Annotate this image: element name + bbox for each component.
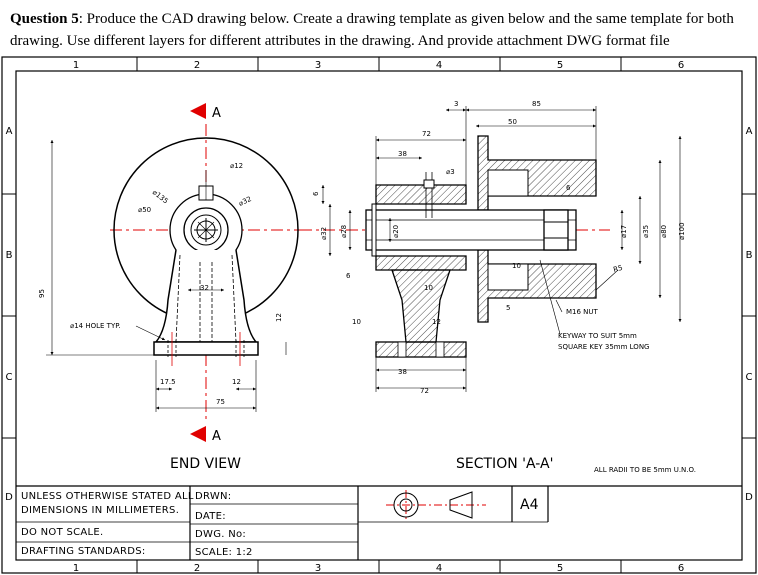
row-label-c: C [6,372,13,383]
nut [543,209,569,251]
bore-circle [190,214,222,246]
row-label-d: D [5,492,13,503]
zone-ticks [2,57,756,573]
drafting-standards: DRAFTING STANDARDS: [21,546,146,557]
sheet-size: A4 [520,497,539,513]
dim-38-top: 38 [398,150,407,158]
base-plate [153,341,259,356]
dim-10-mid: 10 [512,262,521,270]
dim-d28: ⌀28 [340,225,348,238]
projection-symbol-icon [386,490,486,520]
dim-12-section: 12 [432,318,441,326]
col-label-1-bottom: 1 [73,563,79,574]
dim-6-right: 6 [566,184,571,192]
dim-12-base: 12 [232,378,241,386]
end-view-title: END VIEW [170,456,241,472]
shaft [365,209,577,251]
dim-3-top: 3 [454,100,458,108]
dim-d50-end: ⌀50 [138,206,151,214]
question-text: Question 5: Produce the CAD drawing belo… [10,8,750,52]
section-view: 3 85 50 72 38 ⌀3 6 6 ⌀32 ⌀28 ⌀20 ⌀17 ⌀35… [300,100,686,472]
dim-d135: ⌀135 [151,188,170,205]
col-label-2: 2 [194,60,200,71]
dim-32-end: 32 [200,284,209,292]
col-label-6: 6 [678,60,684,71]
dim-6-left: 6 [312,191,320,196]
dim-5: 5 [506,304,510,312]
dim-95: 95 [38,289,46,298]
section-arrow-top [190,103,206,119]
section-arrow-bottom [190,426,206,442]
title-block [16,485,742,560]
row-label-b-right: B [746,250,753,261]
col-label-3: 3 [315,60,321,71]
dim-38-bottom: 38 [398,368,407,376]
dim-6-small: 6 [346,272,351,280]
dim-d80: ⌀80 [660,225,668,238]
end-view: A A ⌀135 ⌀50 ⌀12 ⌀32 [38,103,300,472]
inner-border [15,70,743,561]
nut-note: M16 NUT [566,308,599,316]
dim-10-left: 10 [352,318,361,326]
col-label-5: 5 [557,60,563,71]
col-label-4-bottom: 4 [436,563,442,574]
dim-d32-section: ⌀32 [320,227,328,240]
scale-field: SCALE: 1:2 [195,547,253,558]
row-label-a: A [6,126,13,137]
dim-r5: R5 [612,264,623,274]
row-label-c-right: C [746,372,753,383]
dim-12-vert: 12 [275,313,283,322]
section-title: SECTION 'A-A' [456,456,553,472]
pedestal-body [154,249,258,343]
col-label-5-bottom: 5 [557,563,563,574]
section-mark-top: A [212,106,221,121]
dim-d35: ⌀35 [642,225,650,238]
dim-17-5: 17.5 [160,378,176,386]
question-number: Question 5 [10,11,79,27]
dim-75: 75 [216,398,225,406]
drawn-field: DRWN: [195,491,231,502]
dim-d20: ⌀20 [392,225,400,238]
dim-d3: ⌀3 [446,168,455,176]
col-label-1: 1 [73,60,79,71]
dim-72-bottom: 72 [420,387,429,395]
dim-50: 50 [508,118,517,126]
dim-d17: ⌀17 [620,225,628,238]
col-label-2-bottom: 2 [194,563,200,574]
general-note-1: UNLESS OTHERWISE STATED ALL [21,491,194,502]
hole-note: ⌀14 HOLE TYP. [70,322,121,330]
row-label-b: B [6,250,13,261]
general-note: ALL RADII TO BE 5mm U.N.O. [594,466,696,474]
dim-10-hub: 10 [424,284,433,292]
dim-72-top: 72 [422,130,431,138]
col-label-4: 4 [436,60,442,71]
dwg-number-field: DWG. No: [195,529,246,540]
dim-d100: ⌀100 [678,222,686,240]
dim-d12-end: ⌀12 [230,162,243,170]
dim-85: 85 [532,100,541,108]
keyway-note-1: KEYWAY TO SUIT 5mm [558,332,637,340]
do-not-scale-note: DO NOT SCALE. [21,527,104,538]
col-label-3-bottom: 3 [315,563,321,574]
dim-d32-end: ⌀32 [237,195,252,208]
date-field: DATE: [195,511,226,522]
section-mark-bottom: A [212,429,221,444]
row-label-d-right: D [745,492,753,503]
keyway-note-2: SQUARE KEY 35mm LONG [558,343,649,351]
row-label-a-right: A [746,126,753,137]
general-note-2: DIMENSIONS IN MILLIMETERS. [21,505,179,516]
question-body: : Produce the CAD drawing below. Create … [10,11,734,49]
col-label-6-bottom: 6 [678,563,684,574]
